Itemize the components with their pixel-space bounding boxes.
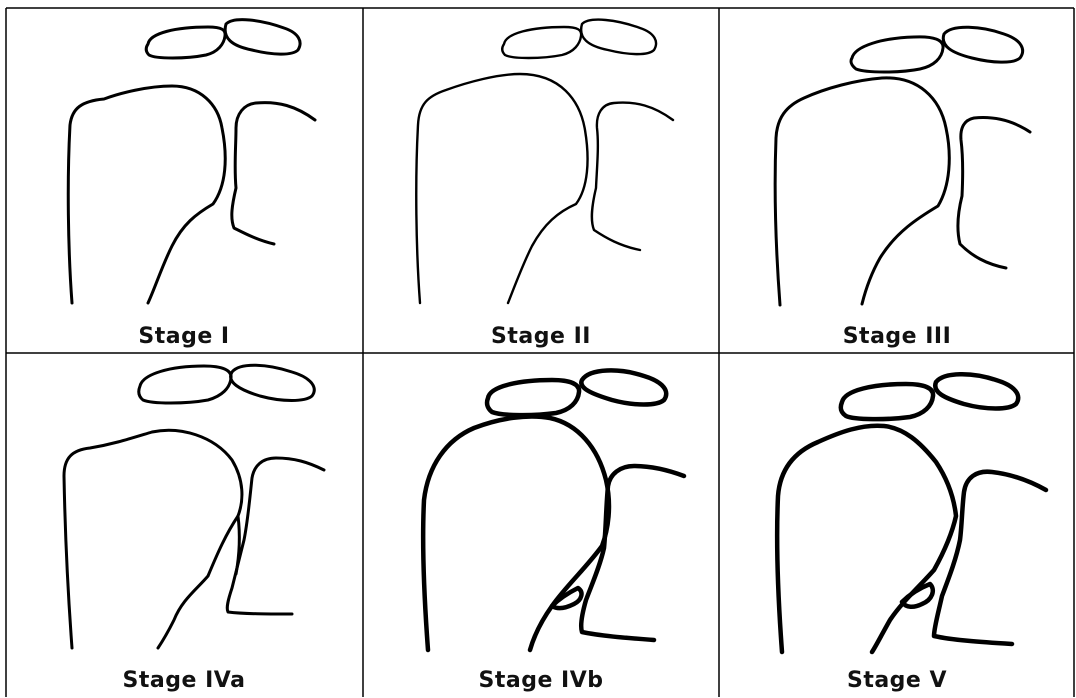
panel-stage-2-drawing [416, 20, 673, 303]
panel-stage-4b-drawing [423, 370, 684, 650]
humeral-head-outline [68, 86, 225, 303]
acromion-shape [851, 37, 943, 72]
stage-label-4b: Stage IVb [363, 668, 719, 693]
panel-stage-3-drawing [775, 27, 1030, 305]
panel-stage-4a-drawing [64, 365, 324, 648]
panel-stage-1-drawing [68, 20, 315, 303]
clavicle-shape [581, 20, 656, 54]
humeral-head-outline [64, 430, 242, 648]
glenoid-outline [592, 103, 673, 250]
panel-stage-5-drawing [777, 374, 1046, 652]
clavicle-shape [943, 27, 1022, 62]
acromion-shape [502, 27, 581, 58]
humeral-head-outline [775, 78, 949, 305]
stage-label-3: Stage III [719, 324, 1075, 349]
stage-label-5: Stage V [719, 668, 1075, 693]
stage-label-4a: Stage IVa [6, 668, 362, 693]
glenoid-outline [958, 118, 1030, 268]
clavicle-shape [231, 365, 315, 400]
acromion-shape [841, 384, 933, 419]
clavicle-shape [581, 370, 666, 404]
stage-label-2: Stage II [363, 324, 719, 349]
clavicle-shape [935, 374, 1018, 408]
glenoid-contact-line [236, 516, 239, 574]
glenoid-outline [232, 103, 315, 244]
acromion-shape [146, 27, 225, 58]
stage-label-1: Stage I [6, 324, 362, 349]
clavicle-shape [225, 20, 300, 54]
acromion-shape [139, 366, 231, 403]
humeral-head-outline [777, 426, 956, 652]
humeral-head-outline [416, 74, 587, 303]
acromion-shape [487, 380, 579, 415]
